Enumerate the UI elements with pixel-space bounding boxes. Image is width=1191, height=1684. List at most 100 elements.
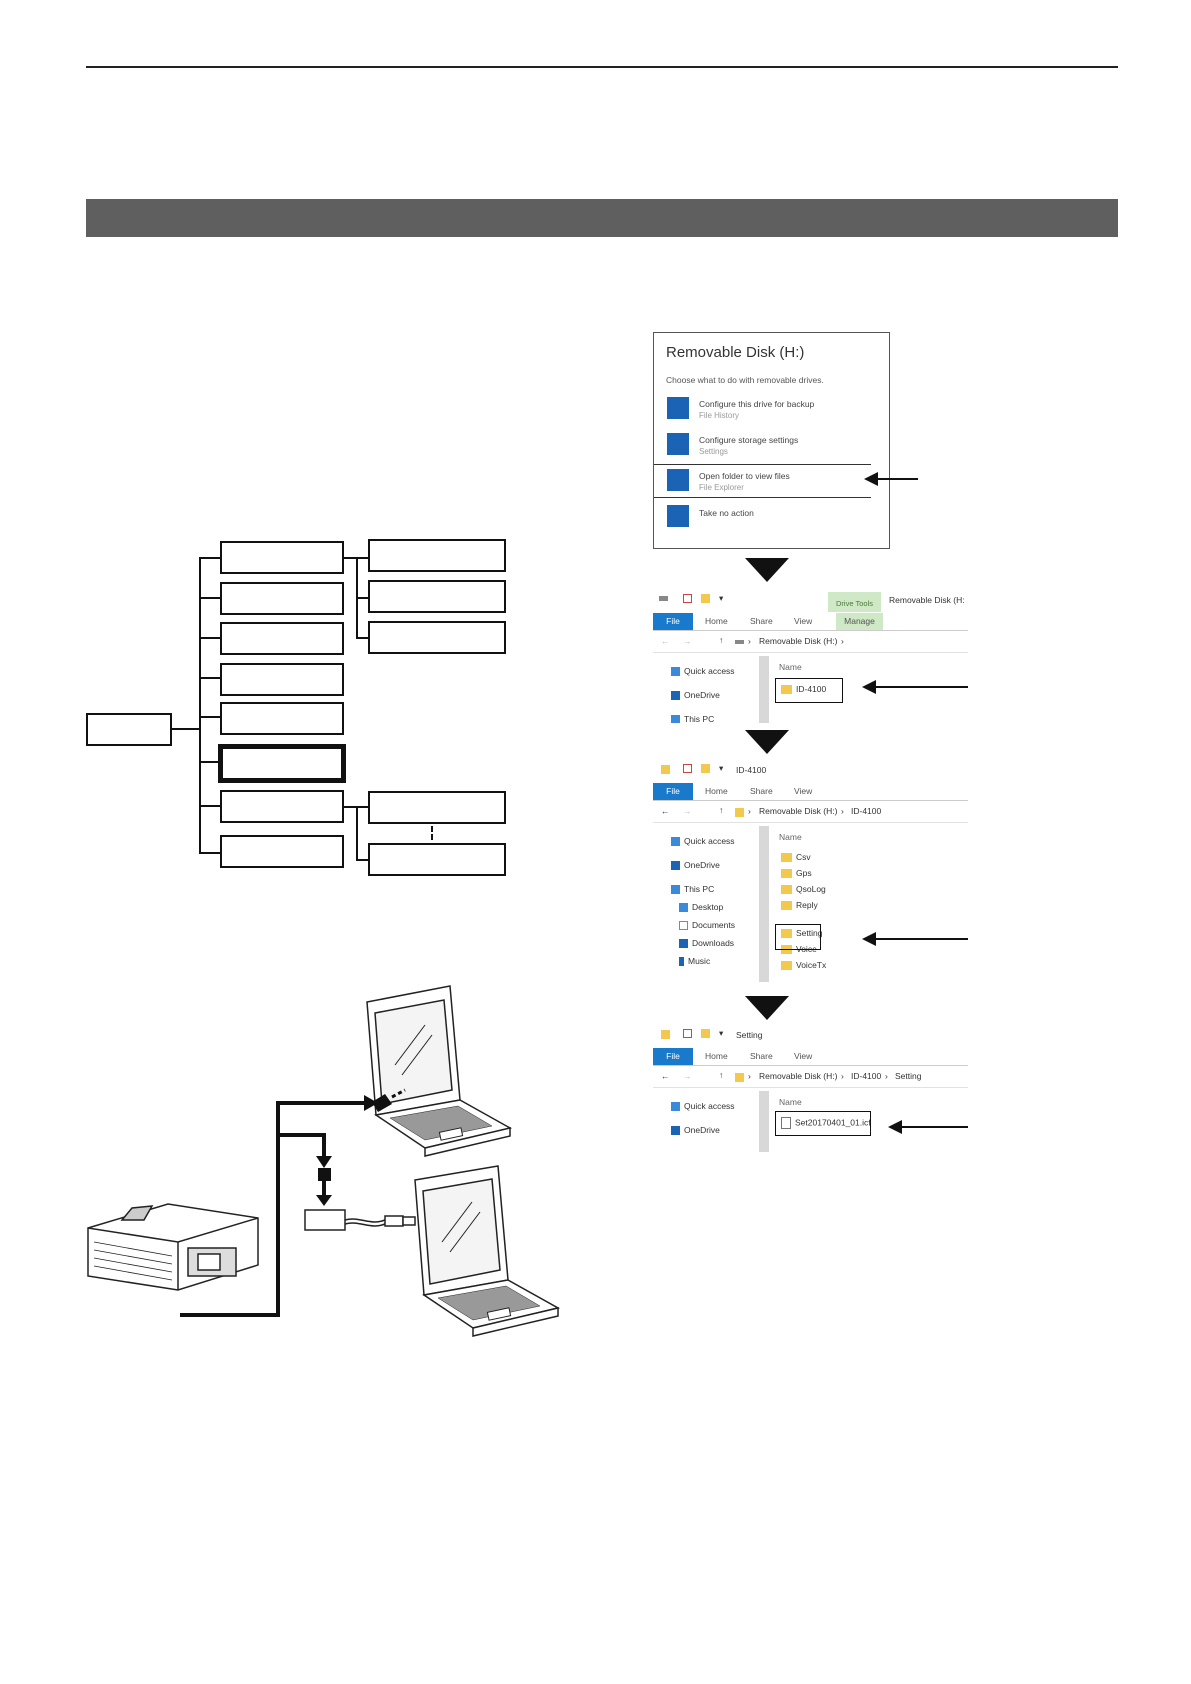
nav-documents[interactable]: Documents: [679, 920, 735, 931]
tab-home[interactable]: Home: [705, 1051, 728, 1061]
storage-icon: [667, 433, 689, 455]
list-item[interactable]: QsoLog: [781, 884, 826, 895]
list-item[interactable]: VoiceTx: [781, 960, 826, 971]
download-icon: [679, 939, 688, 949]
cloud-icon: [671, 861, 680, 871]
tab-home[interactable]: Home: [705, 616, 728, 626]
list-item[interactable]: Set20170401_01.icf: [781, 1117, 871, 1129]
sd-card-icon: [372, 1094, 392, 1112]
back-icon: ←: [661, 1071, 670, 1081]
column-header-name[interactable]: Name: [779, 832, 802, 842]
tree-item-box: [220, 790, 344, 823]
scrollbar[interactable]: [759, 656, 769, 723]
list-item[interactable]: Gps: [781, 868, 812, 879]
drive-icon: [659, 596, 668, 601]
breadcrumb-drive[interactable]: Removable Disk (H:): [759, 1071, 838, 1081]
tab-view[interactable]: View: [794, 1051, 813, 1061]
transceiver-icon: [87, 1203, 259, 1291]
list-item[interactable]: Setting: [781, 928, 823, 939]
tab-manage[interactable]: Manage: [836, 613, 883, 630]
scrollbar[interactable]: [759, 1091, 769, 1152]
column-header-name[interactable]: Name: [779, 662, 802, 672]
nav-quick-access[interactable]: Quick access: [671, 836, 735, 847]
documents-icon: [679, 921, 688, 931]
address-bar[interactable]: ← → ↑ › Removable Disk (H:) › ID-4100 › …: [653, 1069, 968, 1088]
tree-root-box: [86, 713, 172, 746]
tab-view[interactable]: View: [794, 786, 813, 796]
column-header-name[interactable]: Name: [779, 1097, 802, 1107]
folder-icon: [661, 765, 670, 774]
folder-icon: [735, 808, 744, 817]
breadcrumb-drive[interactable]: Removable Disk (H:): [759, 806, 838, 816]
option-open-folder-highlight: [654, 464, 871, 498]
window-title: Removable Disk (H:: [889, 595, 965, 605]
cloud-icon: [671, 1126, 680, 1136]
tab-share[interactable]: Share: [750, 1051, 773, 1061]
breadcrumb-drive[interactable]: Removable Disk (H:): [759, 636, 838, 646]
list-item[interactable]: Reply: [781, 900, 818, 911]
nav-music[interactable]: Music: [679, 956, 710, 967]
folder-icon: [781, 853, 792, 863]
tab-home[interactable]: Home: [705, 786, 728, 796]
laptop-icon: [366, 985, 513, 1157]
nav-downloads[interactable]: Downloads: [679, 938, 734, 949]
drive-tools-tab[interactable]: Drive Tools: [828, 592, 881, 612]
nav-onedrive[interactable]: OneDrive: [671, 690, 720, 701]
scrollbar[interactable]: [759, 826, 769, 982]
forward-icon: →: [683, 1071, 692, 1081]
card-reader-icon: [304, 1209, 416, 1231]
tab-share[interactable]: Share: [750, 616, 773, 626]
quick-access-toolbar: ▾ Drive Tools Removable Disk (H:: [653, 590, 968, 612]
nav-this-pc[interactable]: This PC: [671, 714, 714, 723]
tree-item-box-selected: [218, 744, 346, 783]
no-action-icon: [667, 505, 689, 527]
tree-subitem-box: [368, 843, 506, 876]
folder-icon: [781, 885, 792, 895]
dialog-title: Removable Disk (H:): [666, 344, 805, 361]
nav-this-pc[interactable]: This PC: [671, 884, 714, 895]
list-item[interactable]: Csv: [781, 852, 811, 863]
tree-subitem-box: [368, 621, 506, 654]
forward-icon: →: [683, 806, 692, 816]
tree-subitem-box: [368, 539, 506, 572]
tree-item-box: [220, 835, 344, 868]
ribbon-tabs: File Home Share View: [653, 783, 968, 801]
folder-icon: [781, 685, 792, 695]
tree-item-box: [220, 702, 344, 735]
nav-quick-access[interactable]: Quick access: [671, 1101, 735, 1112]
nav-onedrive[interactable]: OneDrive: [671, 1125, 720, 1136]
computer-icon: [671, 885, 680, 895]
tab-view[interactable]: View: [794, 616, 813, 626]
drive-icon: [735, 640, 744, 644]
selection-highlight: [775, 924, 821, 950]
tree-item-box: [220, 541, 344, 574]
tab-file[interactable]: File: [653, 1048, 693, 1065]
folder-icon: [781, 929, 792, 939]
up-icon: ↑: [719, 635, 724, 645]
address-bar[interactable]: ← → ↑ › Removable Disk (H:) › ID-4100: [653, 804, 968, 823]
address-bar[interactable]: ← → ↑ › Removable Disk (H:) ›: [653, 634, 968, 653]
breadcrumb-subfolder[interactable]: Setting: [895, 1071, 922, 1081]
connection-line: [180, 1101, 370, 1317]
nav-desktop[interactable]: Desktop: [679, 902, 723, 913]
nav-onedrive[interactable]: OneDrive: [671, 860, 720, 871]
tree-subitem-box: [368, 580, 506, 613]
list-item[interactable]: ID-4100: [781, 684, 826, 695]
breadcrumb-folder[interactable]: ID-4100: [851, 1071, 882, 1081]
folder-icon: [781, 901, 792, 911]
breadcrumb-folder[interactable]: ID-4100: [851, 806, 882, 816]
tab-share[interactable]: Share: [750, 786, 773, 796]
window-title: ID-4100: [736, 765, 767, 775]
tree-item-box: [220, 622, 344, 655]
folder-icon: [781, 961, 792, 971]
nav-quick-access[interactable]: Quick access: [671, 666, 735, 677]
up-icon: ↑: [719, 1070, 724, 1080]
ribbon-tabs: File Home Share View Manage: [653, 613, 968, 631]
laptop-icon: [414, 1165, 561, 1337]
folder-icon: [735, 1073, 744, 1082]
selection-highlight: [775, 678, 843, 703]
tab-file[interactable]: File: [653, 613, 693, 630]
computer-icon: [671, 715, 680, 723]
tab-file[interactable]: File: [653, 783, 693, 800]
star-icon: [671, 667, 680, 677]
